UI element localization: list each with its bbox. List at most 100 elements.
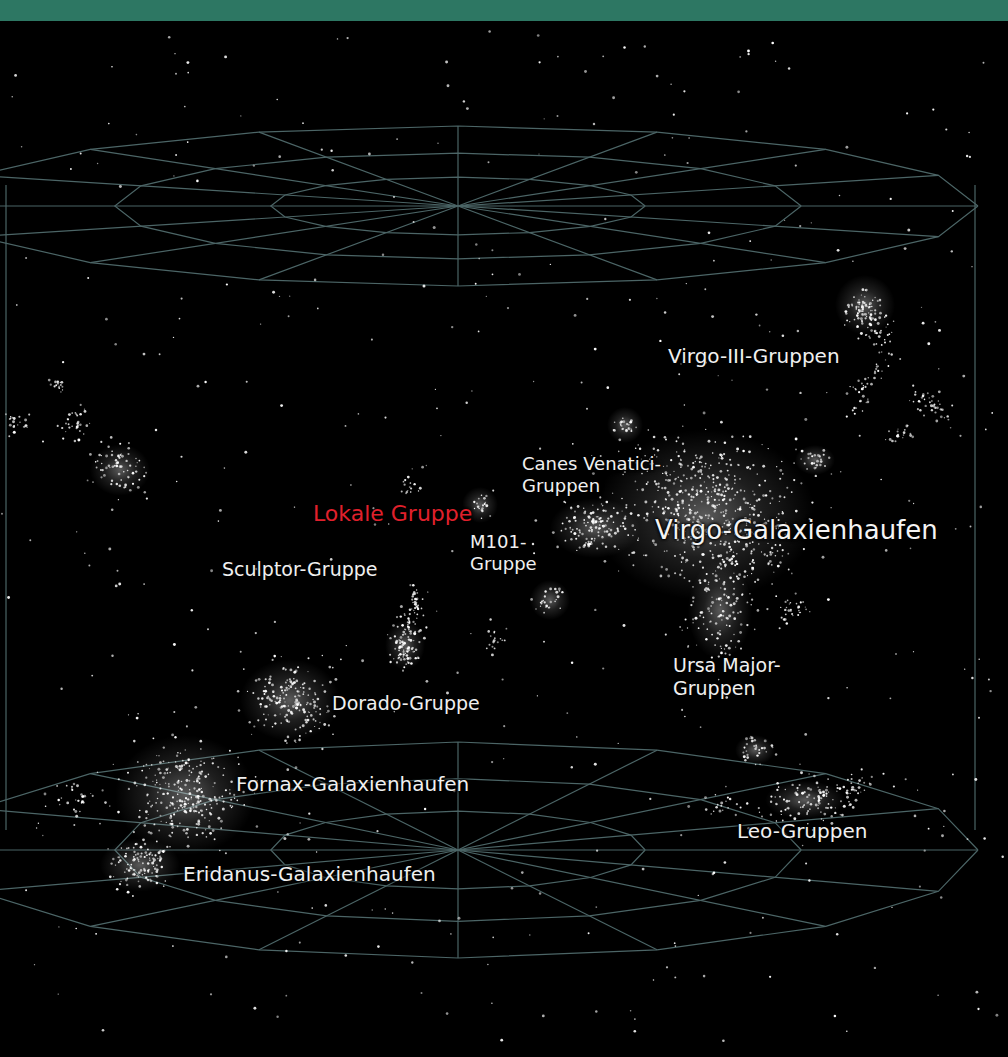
galaxy-dot	[95, 933, 97, 935]
galaxy-dot	[470, 633, 471, 634]
galaxy-dot	[719, 578, 720, 579]
galaxy-dot	[897, 428, 898, 429]
galaxy-dot	[694, 505, 696, 507]
galaxy-dot	[169, 804, 171, 806]
galaxy-dot	[720, 421, 723, 424]
galaxy-dot	[667, 491, 670, 494]
galaxy-dot	[864, 378, 866, 380]
galaxy-dot	[924, 850, 926, 852]
galaxy-dot	[807, 810, 809, 812]
galaxy-dot	[861, 768, 863, 770]
galaxy-dot	[857, 380, 859, 382]
galaxy-dot	[684, 577, 686, 579]
galaxy-dot	[887, 365, 889, 367]
galaxy-dot	[724, 496, 725, 497]
galaxy-dot	[639, 448, 641, 450]
galaxy-dot	[856, 325, 859, 328]
galaxy-dot	[687, 805, 690, 808]
galaxy-dot	[849, 386, 850, 387]
galaxy-dot	[647, 481, 649, 483]
galaxy-dot	[748, 450, 751, 453]
galaxy-dot	[557, 115, 559, 117]
galaxy-dot	[588, 541, 590, 543]
galaxy-dot	[133, 740, 136, 743]
galaxy-dot	[565, 528, 567, 530]
galaxy-dot	[761, 551, 762, 552]
galaxy-dot	[44, 793, 47, 796]
galaxy-dot	[726, 602, 729, 605]
galaxy-dot	[743, 576, 746, 579]
galaxy-dot	[686, 478, 688, 480]
galaxy-dot	[846, 796, 849, 799]
galaxy-dot	[276, 1015, 278, 1017]
galaxy-dot	[173, 643, 176, 646]
galaxy-dot	[350, 484, 352, 486]
galaxy-dot	[866, 306, 867, 307]
galaxy-dot	[276, 99, 277, 100]
galaxy-dot	[740, 623, 743, 626]
galaxy-dot	[736, 451, 738, 453]
galaxy-dot	[870, 383, 873, 386]
galaxy-dot	[595, 526, 597, 528]
galaxy-dot	[584, 70, 587, 73]
galaxy-dot	[622, 525, 624, 527]
galaxy-dot	[803, 791, 805, 793]
galaxy-dot	[392, 912, 394, 914]
galaxy-dot	[938, 390, 941, 393]
galaxy-dot	[704, 796, 707, 799]
galaxy-dot	[779, 469, 782, 472]
galaxy-dot	[637, 489, 638, 490]
galaxy-dot	[168, 834, 170, 836]
galaxy-dot	[666, 475, 667, 476]
galaxy-dot	[836, 933, 838, 935]
galaxy-dot	[230, 805, 232, 807]
galaxy-dot	[29, 539, 31, 541]
galaxy-dot	[722, 615, 724, 617]
galaxy-dot	[884, 339, 886, 341]
galaxy-dot	[904, 247, 907, 250]
galaxy-dot	[688, 580, 690, 582]
galaxy-dot	[753, 562, 755, 564]
galaxy-dot	[224, 55, 227, 58]
galaxy-dot	[776, 466, 777, 467]
galaxy-dot	[881, 351, 882, 352]
galaxy-dot	[675, 945, 677, 947]
galaxy-dot	[689, 512, 692, 515]
galaxy-dot	[146, 764, 148, 766]
galaxy-dot	[649, 798, 651, 800]
galaxy-dot	[683, 508, 684, 509]
galaxy-dot	[831, 815, 833, 817]
galaxy-dot	[879, 304, 881, 306]
galaxy-dot	[145, 810, 148, 813]
galaxy-dot	[777, 550, 779, 552]
galaxy-dot	[866, 316, 867, 317]
galaxy-dot	[803, 548, 805, 550]
galaxy-dot	[749, 240, 751, 242]
galaxy-dot	[146, 793, 148, 795]
galaxy-dot	[501, 678, 503, 680]
galaxy-dot	[337, 38, 338, 39]
galaxy-dot	[843, 805, 846, 808]
galaxy-dot	[658, 486, 660, 488]
galaxy-dot	[867, 327, 869, 329]
galaxy-dot	[952, 210, 954, 212]
galaxy-dot	[724, 861, 727, 864]
galaxy-dot	[97, 771, 98, 772]
galaxy-dot	[808, 879, 810, 881]
galaxy-dot	[726, 595, 727, 596]
galaxy-dot	[850, 793, 851, 794]
galaxy-dot	[843, 786, 846, 789]
galaxy-dot	[808, 794, 810, 796]
galaxy-dot	[201, 814, 203, 816]
galaxy-dot	[715, 806, 718, 809]
galaxy-dot	[929, 401, 931, 403]
galaxy-dot	[874, 297, 875, 298]
galaxy-dot	[226, 283, 228, 285]
galaxy-dot	[745, 130, 747, 132]
cluster-glow	[835, 275, 895, 335]
galaxy-dot	[846, 789, 848, 791]
galaxy-dot	[726, 624, 728, 626]
galaxy-dot	[169, 772, 171, 774]
galaxy-dot	[720, 604, 722, 606]
galaxy-dot	[692, 546, 694, 548]
